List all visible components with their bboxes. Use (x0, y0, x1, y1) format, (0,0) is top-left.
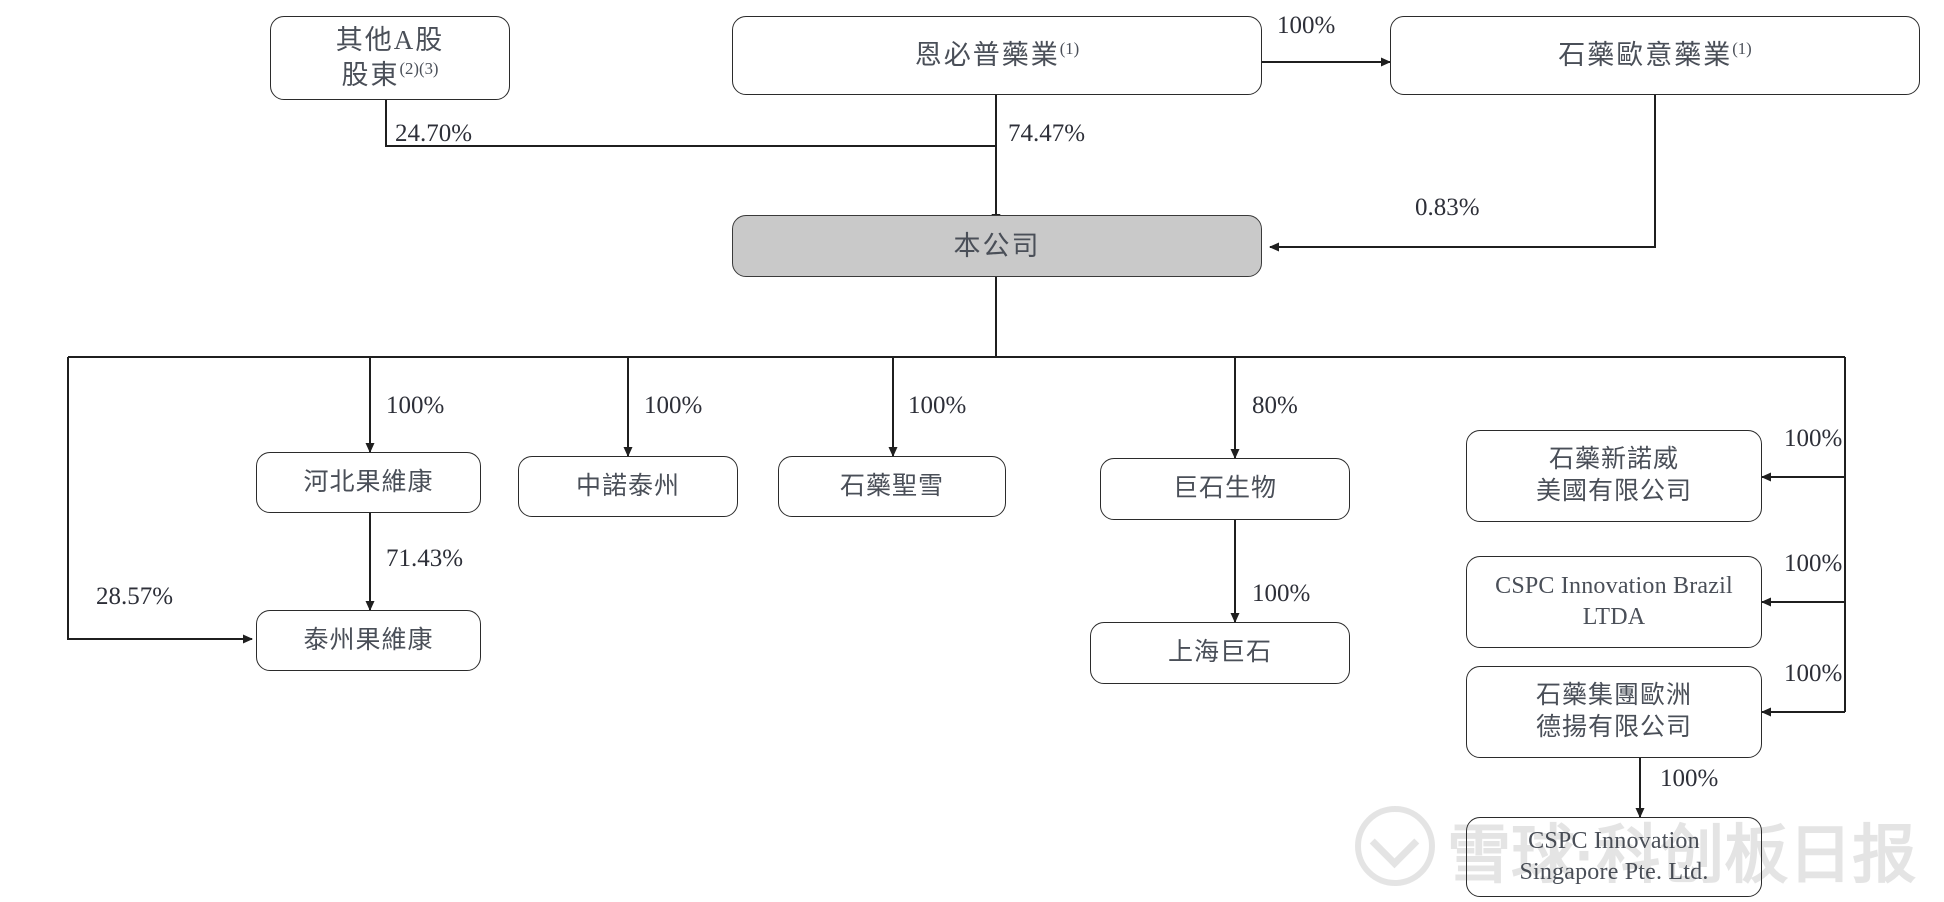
edge-label-company-to-hebei: 100% (386, 392, 445, 419)
node-ouyi-label: 石藥歐意藥業(1) (1558, 39, 1752, 71)
edge-label-europe-to-singapore: 100% (1660, 765, 1719, 792)
node-jushi-biology[interactable]: 巨石生物 (1100, 458, 1350, 520)
node-taizhou-guoweikang[interactable]: 泰州果維康 (256, 610, 481, 671)
node-other-a-share-label: 其他A股 股東(2)(3) (335, 25, 445, 90)
node-shiyao-shengxue-label: 石藥聖雪 (839, 472, 944, 500)
footnote-ref: (2)(3) (399, 59, 439, 78)
node-jushi-biology-label: 巨石生物 (1172, 475, 1277, 502)
node-company[interactable]: 本公司 (732, 215, 1262, 277)
node-shiyao-shengxue[interactable]: 石藥聖雪 (778, 456, 1006, 517)
footnote-ref: (1) (1059, 39, 1080, 59)
node-enbipu-label: 恩必普藥業(1) (914, 39, 1080, 71)
edge-label-company-to-shengxue: 100% (908, 392, 967, 419)
node-other-a-share[interactable]: 其他A股 股東(2)(3) (270, 16, 510, 100)
edge-label-enbipu-to-company: 74.47% (1008, 120, 1086, 147)
node-cspc-europe-label: 石藥集團歐洲 德揚有限公司 (1535, 682, 1692, 741)
edge-label-enbipu-to-ouyi: 100% (1277, 12, 1336, 39)
node-hebei-guoweikang-label: 河北果維康 (303, 468, 434, 496)
footnote-ref: (1) (1732, 39, 1752, 59)
node-shanghai-jushi-label: 上海巨石 (1167, 639, 1272, 666)
node-ouyi[interactable]: 石藥歐意藥業(1) (1390, 16, 1920, 95)
node-cspc-singapore[interactable]: CSPC Innovation Singapore Pte. Ltd. (1466, 817, 1762, 897)
watermark-logo-icon (1355, 806, 1435, 886)
node-cspc-europe[interactable]: 石藥集團歐洲 德揚有限公司 (1466, 666, 1762, 758)
node-company-label: 本公司 (953, 230, 1041, 261)
edge-label-company-to-jushi: 80% (1252, 392, 1298, 419)
edge-label-company-to-europe: 100% (1784, 660, 1843, 687)
node-cspc-singapore-label: CSPC Innovation Singapore Pte. Ltd. (1519, 828, 1709, 885)
node-cspc-brazil-label: CSPC Innovation Brazil LTDA (1495, 573, 1733, 630)
node-xinnuowei-usa[interactable]: 石藥新諾威 美國有限公司 (1466, 430, 1762, 522)
edge-label-other-a-to-company: 24.70% (395, 120, 473, 147)
node-zhongnuo-taizhou[interactable]: 中諾泰州 (518, 456, 738, 517)
node-enbipu[interactable]: 恩必普藥業(1) (732, 16, 1262, 95)
edge-label-jushi-to-shanghai: 100% (1252, 580, 1311, 607)
edge-label-company-to-zhongnuo: 100% (644, 392, 703, 419)
edge-label-company-to-brazil: 100% (1784, 550, 1843, 577)
edge-label-ouyi-to-company: 0.83% (1415, 194, 1480, 221)
node-zhongnuo-taizhou-label: 中諾泰州 (575, 472, 680, 500)
edge-label-hebei-to-taizhou: 71.43% (386, 545, 464, 572)
node-hebei-guoweikang[interactable]: 河北果維康 (256, 452, 481, 513)
node-xinnuowei-usa-label: 石藥新諾威 美國有限公司 (1535, 446, 1692, 505)
node-shanghai-jushi[interactable]: 上海巨石 (1090, 622, 1350, 684)
node-cspc-brazil[interactable]: CSPC Innovation Brazil LTDA (1466, 556, 1762, 648)
edge-label-company-to-usa: 100% (1784, 425, 1843, 452)
node-taizhou-guoweikang-label: 泰州果維康 (303, 626, 434, 654)
edge-label-company-to-taizhou: 28.57% (96, 583, 174, 610)
